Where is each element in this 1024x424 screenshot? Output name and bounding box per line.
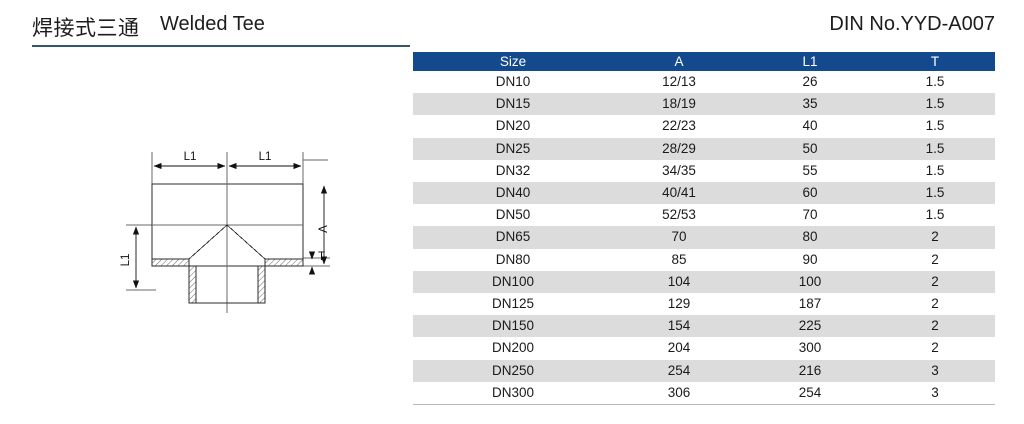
- cell-size: DN250: [413, 359, 613, 382]
- column-header-size: Size: [413, 52, 613, 71]
- cell-l1: 35: [745, 93, 875, 116]
- cell-size: DN15: [413, 93, 613, 116]
- cell-size: DN25: [413, 137, 613, 160]
- cell-a: 22/23: [662, 118, 696, 134]
- cell-t: 1.5: [875, 137, 995, 160]
- cell-size: DN40: [413, 182, 613, 205]
- cell-t: 2: [931, 251, 939, 267]
- cell-t: 3: [875, 381, 995, 406]
- table-row: DN32 34/35 55 1.5: [413, 160, 995, 182]
- dim-label-t: T: [318, 251, 325, 263]
- cell-t: 1.5: [925, 162, 945, 178]
- cell-t: 1.5: [925, 118, 945, 134]
- cell-l1: 60: [745, 182, 875, 205]
- cell-a: 70: [613, 226, 745, 249]
- cell-size: DN20: [495, 118, 531, 134]
- cell-size: DN65: [413, 226, 613, 249]
- cell-a: 52/53: [662, 207, 696, 223]
- cell-l1: 90: [802, 251, 818, 267]
- cell-size: DN150: [413, 315, 613, 338]
- page-title-english: Welded Tee: [160, 13, 265, 35]
- cell-size: DN125: [491, 296, 535, 312]
- cell-size: DN200: [491, 340, 535, 356]
- cell-a: 12/13: [662, 74, 696, 89]
- cell-t: 1.5: [925, 207, 945, 223]
- table-header: Size A L1 T: [413, 52, 995, 71]
- cell-t: 2: [931, 340, 939, 356]
- cell-l1: 50: [745, 137, 875, 160]
- cell-a: 40/41: [613, 182, 745, 205]
- cell-a: 18/19: [613, 93, 745, 116]
- cell-size: DN100: [413, 270, 613, 294]
- cell-l1: 100: [745, 270, 875, 294]
- cell-a: 204: [667, 340, 691, 356]
- cell-size: DN32: [495, 162, 531, 178]
- page-header: 焊接式三通 Welded Tee DIN No.YYD-A007: [0, 0, 1024, 48]
- dim-label-a: A: [318, 225, 330, 233]
- cell-t: 2: [931, 296, 939, 312]
- cell-t: 1.5: [875, 93, 995, 116]
- cell-l1: 254: [745, 381, 875, 406]
- cell-a: 254: [613, 359, 745, 382]
- table-row: DN125 129 187 2: [413, 293, 995, 315]
- dim-label-l1-top-right: L1: [259, 151, 272, 163]
- cell-size: DN50: [495, 207, 531, 223]
- cell-l1: 225: [745, 315, 875, 338]
- cell-t: 1.5: [875, 182, 995, 205]
- cell-l1: 26: [802, 74, 818, 89]
- cell-l1: 80: [745, 226, 875, 249]
- header-divider: [32, 45, 410, 47]
- cell-a: 129: [667, 296, 691, 312]
- table-row: DN50 52/53 70 1.5: [413, 204, 995, 226]
- cell-a: 85: [671, 251, 687, 267]
- table-row: DN10 12/13 26 1.5: [413, 71, 995, 93]
- cell-a: 154: [613, 315, 745, 338]
- cell-a: 306: [613, 381, 745, 406]
- cell-l1: 216: [745, 359, 875, 382]
- cell-l1: 187: [798, 296, 822, 312]
- welded-tee-drawing: L1 L1 A L1 T: [96, 138, 366, 323]
- standard-code: DIN No.YYD-A007: [829, 13, 995, 35]
- cell-t: 2: [875, 270, 995, 294]
- cell-t: 1.5: [925, 74, 945, 89]
- table-row: DN200 204 300 2: [413, 337, 995, 359]
- cell-a: 34/35: [662, 162, 696, 178]
- cell-l1: 300: [798, 340, 822, 356]
- cell-t: 3: [875, 359, 995, 382]
- cell-l1: 40: [802, 118, 818, 134]
- column-header-a: A: [613, 52, 745, 71]
- cell-l1: 70: [802, 207, 818, 223]
- column-header-t: T: [875, 52, 995, 71]
- table-header-row: Size A L1 T: [413, 52, 995, 71]
- cell-size: DN80: [495, 251, 531, 267]
- table-row: DN20 22/23 40 1.5: [413, 115, 995, 137]
- cell-size: DN10: [495, 74, 531, 89]
- dim-label-l1-top-left: L1: [184, 151, 197, 163]
- page-title-chinese: 焊接式三通: [32, 17, 140, 40]
- cell-l1: 55: [802, 162, 818, 178]
- table-row: DN80 85 90 2: [413, 249, 995, 271]
- cell-a: 104: [613, 270, 745, 294]
- cell-a: 28/29: [613, 137, 745, 160]
- cell-t: 2: [875, 315, 995, 338]
- column-header-l1: L1: [745, 52, 875, 71]
- cell-size: DN300: [413, 381, 613, 406]
- dim-label-l1-vertical: L1: [120, 254, 132, 267]
- cell-t: 2: [875, 226, 995, 249]
